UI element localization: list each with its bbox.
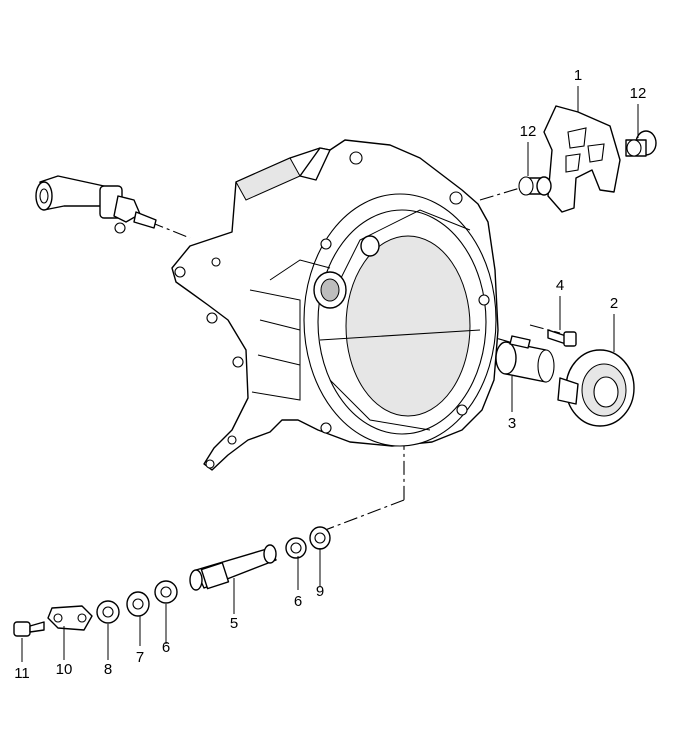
callout-labels: 1 12 12 4 2 3 6 9 5 7 6 8 10 11 (14, 67, 646, 682)
leader-lines (21, 86, 639, 662)
guide-sleeve (495, 335, 555, 383)
callout-12-right: 12 (630, 85, 647, 102)
release-fork (543, 105, 621, 213)
callout-11: 11 (14, 665, 30, 682)
callout-3: 3 (508, 415, 516, 432)
callout-9: 9 (316, 583, 324, 600)
clutch-housing (171, 139, 499, 471)
callout-6-upper: 6 (294, 593, 302, 610)
lever-10 (47, 605, 93, 631)
bushing-6-lower (154, 580, 178, 604)
callout-5: 5 (230, 615, 238, 632)
callout-8: 8 (104, 661, 112, 678)
callout-7: 7 (136, 649, 144, 666)
bushing-9 (309, 526, 331, 550)
slave-cylinder (35, 175, 157, 234)
bushing-left (518, 176, 552, 196)
bushing-6-upper (285, 537, 307, 559)
bolt-11 (13, 621, 45, 637)
release-bearing (557, 349, 635, 427)
release-shaft (189, 544, 277, 591)
callout-10: 10 (56, 661, 73, 678)
bushing-8 (96, 600, 120, 624)
bushing-7 (126, 591, 150, 617)
callout-1: 1 (574, 67, 582, 84)
bolt-4 (547, 329, 577, 347)
callout-4: 4 (556, 277, 564, 294)
callout-12-left: 12 (520, 123, 537, 140)
bushing-right (625, 130, 657, 157)
callout-2: 2 (610, 295, 618, 312)
callout-6-lower: 6 (162, 639, 170, 656)
